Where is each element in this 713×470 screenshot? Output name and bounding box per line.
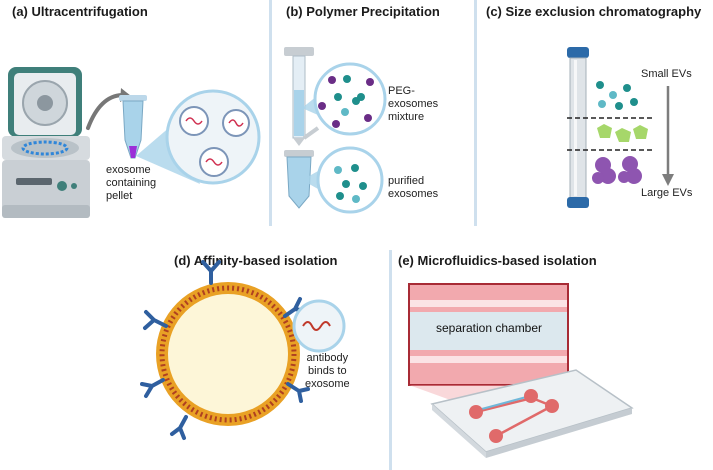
zoom-circle-b2 — [316, 146, 384, 214]
divider-bc — [474, 0, 477, 226]
panel-b-title: (b) Polymer Precipitation — [286, 4, 440, 19]
separation-chamber-label: separation chamber — [435, 321, 543, 335]
divider-de — [389, 250, 392, 470]
particles-b1 — [318, 75, 374, 128]
centrifuge-icon — [2, 67, 90, 218]
exosome-membrane-icon — [156, 282, 300, 426]
divider-ab — [269, 0, 272, 226]
large-evs-particles — [592, 156, 642, 184]
panel-b-label-top: PEG- exosomes mixture — [388, 85, 439, 123]
zoom-circle-d — [292, 299, 346, 353]
small-evs-label: Small EVs — [641, 68, 692, 80]
panel-c-title: (c) Size exclusion chromatography — [486, 4, 702, 19]
rna-strand-icon — [302, 321, 331, 331]
particles-b2 — [334, 164, 367, 203]
panel-a-caption: exosome containing pellet — [106, 164, 157, 202]
panel-a-title: (a) Ultracentrifugation — [12, 4, 148, 19]
sec-column-icon — [567, 47, 589, 208]
gradient-arrow-head — [662, 174, 674, 186]
panel-d-caption: antibody binds to exosome — [305, 352, 350, 390]
large-evs-label: Large EVs — [641, 187, 693, 199]
zoom-circle-b1 — [313, 62, 387, 136]
microtube-icon — [119, 95, 147, 159]
arrow-to-tube — [86, 93, 124, 130]
conical-tube-icon — [284, 150, 314, 209]
medium-evs-particles — [597, 124, 648, 142]
syringe-icon — [284, 47, 320, 146]
chamber-zoom-box — [408, 283, 569, 386]
panel-e-title: (e) Microfluidics-based isolation — [398, 253, 597, 268]
small-evs-particles — [596, 81, 638, 110]
antibody-icons — [140, 260, 310, 440]
panel-b-label-bottom: purified exosomes — [388, 175, 439, 200]
microfluidic-chip-icon — [430, 369, 634, 458]
